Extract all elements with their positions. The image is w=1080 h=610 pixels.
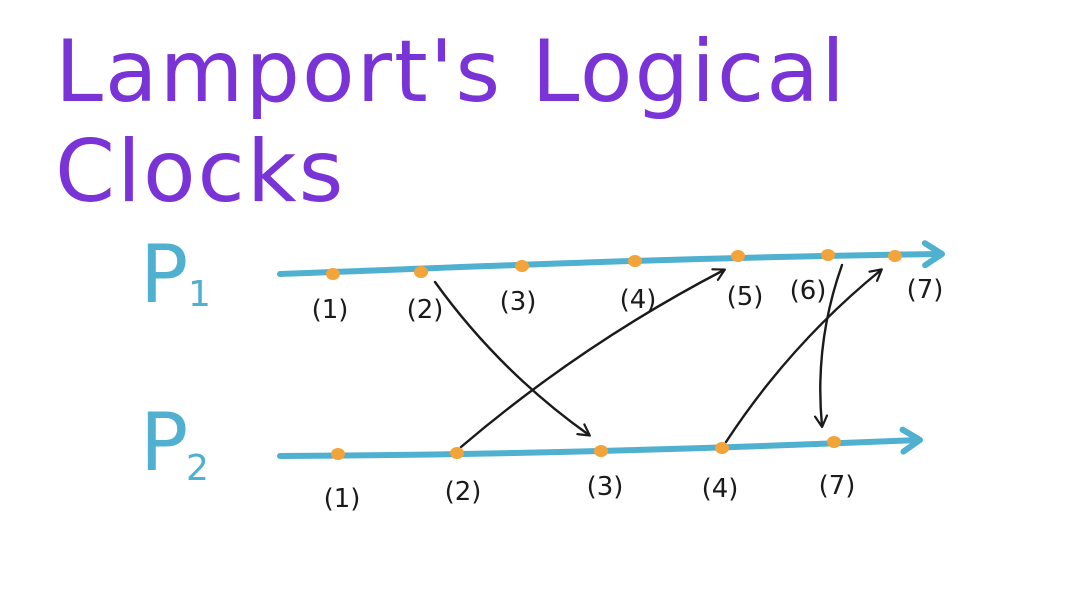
- event-label-p1-3: (3): [500, 287, 537, 317]
- message-arrow-1: [433, 280, 589, 435]
- title: Lamport's Logical Clocks: [55, 22, 847, 222]
- event-label-p2-1: (1): [324, 484, 361, 514]
- event-dot-p2-1: [331, 448, 345, 460]
- process-subscript: 2: [186, 448, 209, 489]
- event-dot-p1-4: [628, 255, 642, 267]
- message-arrows: [433, 263, 881, 449]
- process-label-p1: P 1: [140, 228, 211, 321]
- event-label-p1-5: (5): [727, 282, 764, 312]
- event-dot-p2-3: [594, 445, 608, 457]
- event-dot-p2-2: [450, 447, 464, 459]
- events: (1) (2) (3) (4) (5) (6) (7) (1) (2) (3) (4) (7): [312, 249, 944, 514]
- process-name: P: [140, 396, 188, 489]
- event-dot-p1-6: [821, 249, 835, 261]
- event-dot-p1-7: [888, 250, 902, 262]
- event-dot-p2-4: [715, 442, 729, 454]
- event-dot-p1-3: [515, 260, 529, 272]
- event-label-p1-7: (7): [907, 275, 944, 305]
- message-arrow-4: [724, 270, 881, 444]
- event-dot-p1-2: [414, 266, 428, 278]
- event-label-p2-4: (4): [702, 474, 739, 504]
- message-arrow-3: [820, 263, 844, 426]
- event-label-p2-2: (2): [445, 477, 482, 507]
- process-name: P: [140, 228, 188, 321]
- process-subscript: 1: [188, 274, 211, 315]
- event-label-p1-6: (6): [790, 276, 827, 306]
- event-dot-p2-5: [827, 436, 841, 448]
- event-label-p1-2: (2): [407, 295, 444, 325]
- event-label-p1-4: (4): [620, 285, 657, 315]
- event-dot-p1-1: [326, 268, 340, 280]
- event-label-p2-5: (7): [819, 471, 856, 501]
- event-label-p1-1: (1): [312, 295, 349, 325]
- event-label-p2-3: (3): [587, 472, 624, 502]
- process-label-p2: P 2: [140, 396, 209, 489]
- event-dot-p1-5: [731, 250, 745, 262]
- message-arrow-2: [459, 270, 724, 449]
